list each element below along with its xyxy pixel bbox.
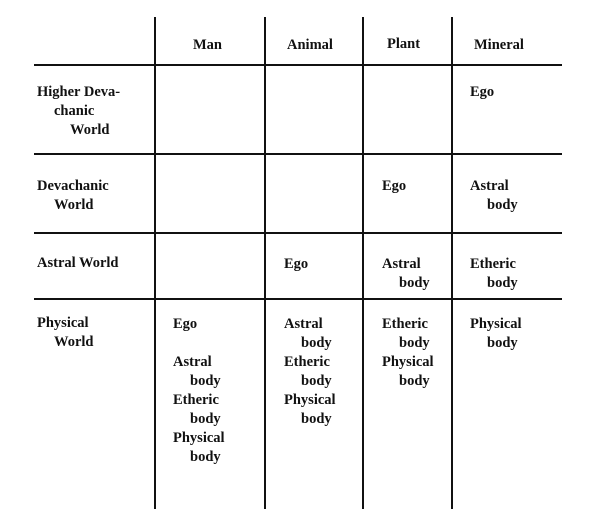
cell-line: body xyxy=(190,449,221,465)
row-label-line: Devachanic xyxy=(37,178,109,194)
cell-line: Ego xyxy=(382,178,407,194)
cell-line: Ego xyxy=(173,316,198,332)
table-vertical-rule xyxy=(362,17,364,509)
cell-devachanic-mineral: Astral body xyxy=(470,177,518,215)
row-label-line: World xyxy=(70,122,110,138)
row-label-line: Astral World xyxy=(37,255,119,271)
table-vertical-rule xyxy=(451,17,453,509)
cell-line: Astral xyxy=(173,354,212,370)
cell-physical-man: Ego Astral body Etheric body Physical bo… xyxy=(173,315,225,467)
cell-line: body xyxy=(399,373,430,389)
cell-line: Physical xyxy=(173,430,225,446)
table-vertical-rule xyxy=(154,17,156,509)
cell-spacer xyxy=(173,334,225,353)
column-header-animal: Animal xyxy=(287,37,333,53)
cell-line: body xyxy=(190,411,221,427)
cell-line: Etheric xyxy=(470,256,516,272)
cell-line: Astral xyxy=(382,256,421,272)
row-label-line: World xyxy=(54,334,94,350)
cell-line: Etheric xyxy=(284,354,330,370)
cell-line: body xyxy=(487,275,518,291)
column-header-mineral: Mineral xyxy=(474,37,524,53)
cell-line: body xyxy=(301,373,332,389)
cell-physical-mineral: Physical body xyxy=(470,315,522,353)
cell-astral-mineral: Etheric body xyxy=(470,255,518,293)
table-vertical-rule xyxy=(264,17,266,509)
column-header-man: Man xyxy=(193,37,222,53)
row-label-line: Physical xyxy=(37,315,89,331)
cell-physical-plant: Etheric body Physical body xyxy=(382,315,434,391)
row-label-physical-world: Physical World xyxy=(37,314,93,352)
table-horizontal-rule xyxy=(34,298,562,300)
cell-line: Physical xyxy=(284,392,336,408)
cell-line: Astral xyxy=(284,316,323,332)
row-label-astral-world: Astral World xyxy=(37,254,119,273)
row-label-line: World xyxy=(54,197,94,213)
cell-line: Astral xyxy=(470,178,509,194)
cell-line: body xyxy=(487,197,518,213)
cell-astral-plant: Astral body xyxy=(382,255,430,293)
table-horizontal-rule xyxy=(34,232,562,234)
row-label-higher-devachanic-world: Higher Deva- chanic World xyxy=(37,83,120,140)
cell-line: Physical xyxy=(382,354,434,370)
cell-line: Physical xyxy=(470,316,522,332)
cell-line: body xyxy=(301,335,332,351)
cell-line: Etheric xyxy=(173,392,219,408)
cell-line: Ego xyxy=(284,256,309,272)
cell-physical-animal: Astral body Etheric body Physical body xyxy=(284,315,336,429)
table-horizontal-rule xyxy=(34,153,562,155)
cell-devachanic-plant: Ego xyxy=(382,177,406,196)
row-label-line: Higher Deva- xyxy=(37,84,121,100)
cell-astral-animal: Ego xyxy=(284,255,308,274)
cell-line: body xyxy=(190,373,221,389)
cell-higher-devachanic-mineral: Ego xyxy=(470,83,494,102)
cell-line: Ego xyxy=(470,84,495,100)
row-label-line: chanic xyxy=(54,103,95,119)
column-header-plant: Plant xyxy=(387,36,421,52)
cell-line: body xyxy=(399,335,430,351)
row-label-devachanic-world: Devachanic World xyxy=(37,177,109,215)
cell-line: body xyxy=(487,335,518,351)
cell-line: Etheric xyxy=(382,316,428,332)
cell-line: body xyxy=(399,275,430,291)
table-horizontal-rule xyxy=(34,64,562,66)
cell-line: body xyxy=(301,411,332,427)
